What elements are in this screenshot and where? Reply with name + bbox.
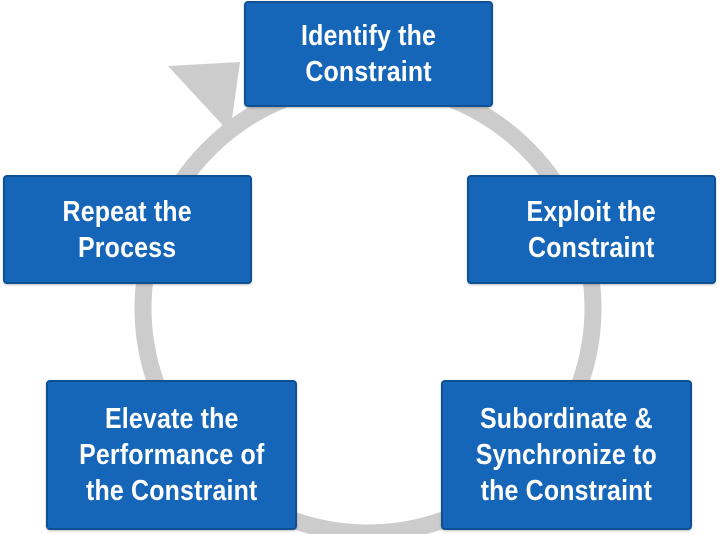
step-label-line: the Constraint — [480, 475, 653, 507]
step-exploit-the-constraint: Exploit the Constraint — [467, 175, 716, 284]
step-label: Repeat the Process — [63, 194, 192, 266]
step-label: Identify the Constraint — [301, 18, 436, 90]
step-label-line: Constraint — [528, 231, 655, 264]
cycle-arrowhead-icon — [168, 62, 240, 133]
step-elevate-the-performance: Elevate the Performance of the Constrain… — [46, 380, 297, 530]
step-label-line: Elevate the — [104, 403, 239, 435]
step-label: Exploit the Constraint — [527, 194, 656, 266]
step-repeat-the-process: Repeat the Process — [3, 175, 252, 284]
step-label-line: Performance of — [78, 439, 265, 471]
step-label-line: Subordinate & — [480, 403, 653, 435]
step-label-line: Synchronize to — [475, 439, 658, 471]
step-label-line: Process — [78, 231, 177, 264]
step-label: Elevate the Performance of the Constrain… — [79, 401, 264, 509]
step-label-line: Repeat the — [62, 195, 193, 228]
step-label-line: the Constraint — [85, 475, 258, 507]
step-label-line: Exploit the — [526, 195, 657, 228]
step-subordinate-and-synchronize: Subordinate & Synchronize to the Constra… — [441, 380, 692, 530]
step-label-line: Identify the — [300, 20, 437, 52]
step-label: Subordinate & Synchronize to the Constra… — [476, 401, 657, 509]
step-label-line: Constraint — [305, 56, 432, 88]
step-identify-the-constraint: Identify the Constraint — [244, 1, 493, 107]
